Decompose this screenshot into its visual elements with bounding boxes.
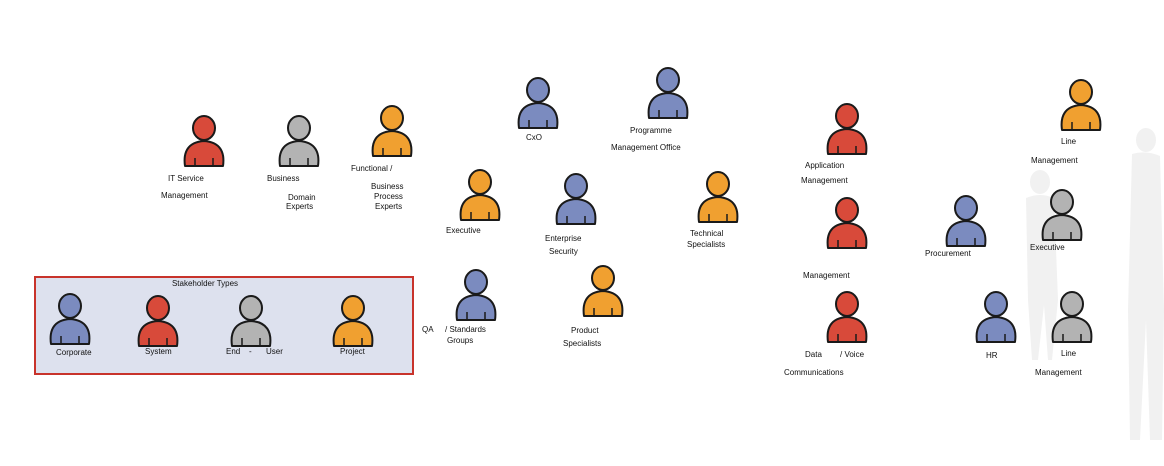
label-functional-line2: Business <box>371 182 404 191</box>
person-icon-line-management-top <box>1059 78 1103 132</box>
person-icon-line-management-bottom <box>1050 290 1094 344</box>
legend-label-user: User <box>266 347 283 356</box>
label-executive-right: Executive <box>1030 243 1065 252</box>
label-management-mid: Management <box>803 271 850 280</box>
label-procurement: Procurement <box>925 249 971 258</box>
label-qa-line1: QA <box>422 325 434 334</box>
legend-label-corporate: Corporate <box>56 348 92 357</box>
label-product-line1: Product <box>571 326 599 335</box>
label-functional-line1: Functional / <box>351 164 393 173</box>
person-icon-application-management <box>825 102 869 156</box>
label-hr: HR <box>986 351 998 360</box>
label-line-top-line1: Line <box>1061 137 1077 146</box>
label-it-service-line2: Management <box>161 191 208 200</box>
label-programme-line1: Programme <box>630 126 672 135</box>
person-icon-technical-specialists <box>696 170 740 224</box>
legend-label-end: End <box>226 347 241 356</box>
legend-icon-system <box>136 294 180 348</box>
label-executive-mid: Executive <box>446 226 481 235</box>
person-icon-management-mid <box>825 196 869 250</box>
label-functional-line3: Process <box>374 192 403 201</box>
legend-icon-end-user <box>229 294 273 348</box>
label-technical-line2: Specialists <box>687 240 726 249</box>
label-data-line2: / Voice <box>840 350 865 359</box>
label-it-service-line1: IT Service <box>168 174 204 183</box>
legend-label-project: Project <box>340 347 365 356</box>
person-icon-executive-right <box>1040 188 1084 242</box>
person-icon-executive-mid <box>458 168 502 222</box>
person-icon-cxo <box>516 76 560 130</box>
label-qa-line2: / Standards <box>445 325 486 334</box>
person-icon-enterprise-security <box>554 172 598 226</box>
person-icon-business-domain <box>277 114 321 168</box>
person-icon-qa-standards <box>454 268 498 322</box>
person-icon-it-service <box>182 114 226 168</box>
legend-label-system: System <box>145 347 172 356</box>
label-product-line2: Specialists <box>563 339 602 348</box>
person-icon-product-specialists <box>581 264 625 318</box>
person-icon-hr <box>974 290 1018 344</box>
label-line-bottom-line2: Management <box>1035 368 1082 377</box>
legend-title: Stakeholder Types <box>171 279 239 288</box>
person-icon-programme-office <box>646 66 690 120</box>
legend-label-dash: - <box>249 347 252 356</box>
label-programme-line2: Management Office <box>611 143 681 152</box>
label-business-line2: Domain <box>288 193 316 202</box>
label-data-line1: Data <box>805 350 822 359</box>
person-icon-data-voice <box>825 290 869 344</box>
label-application-line2: Management <box>801 176 848 185</box>
label-application-line1: Application <box>805 161 845 170</box>
label-cxo: CxO <box>526 133 542 142</box>
person-icon-procurement <box>944 194 988 248</box>
person-icon-functional-business <box>370 104 414 158</box>
label-technical-line1: Technical <box>690 229 724 238</box>
label-qa-line3: Groups <box>447 336 474 345</box>
label-line-bottom-line1: Line <box>1061 349 1077 358</box>
label-functional-line4: Experts <box>375 202 403 211</box>
label-enterprise-line2: Security <box>549 247 578 256</box>
label-business-line3: Experts <box>286 202 314 211</box>
label-enterprise-line1: Enterprise <box>545 234 582 243</box>
label-line-top-line2: Management <box>1031 156 1078 165</box>
label-data-line3: Communications <box>784 368 844 377</box>
legend-icon-project <box>331 294 375 348</box>
legend-icon-corporate <box>48 292 92 346</box>
label-business-line1: Business <box>267 174 300 183</box>
